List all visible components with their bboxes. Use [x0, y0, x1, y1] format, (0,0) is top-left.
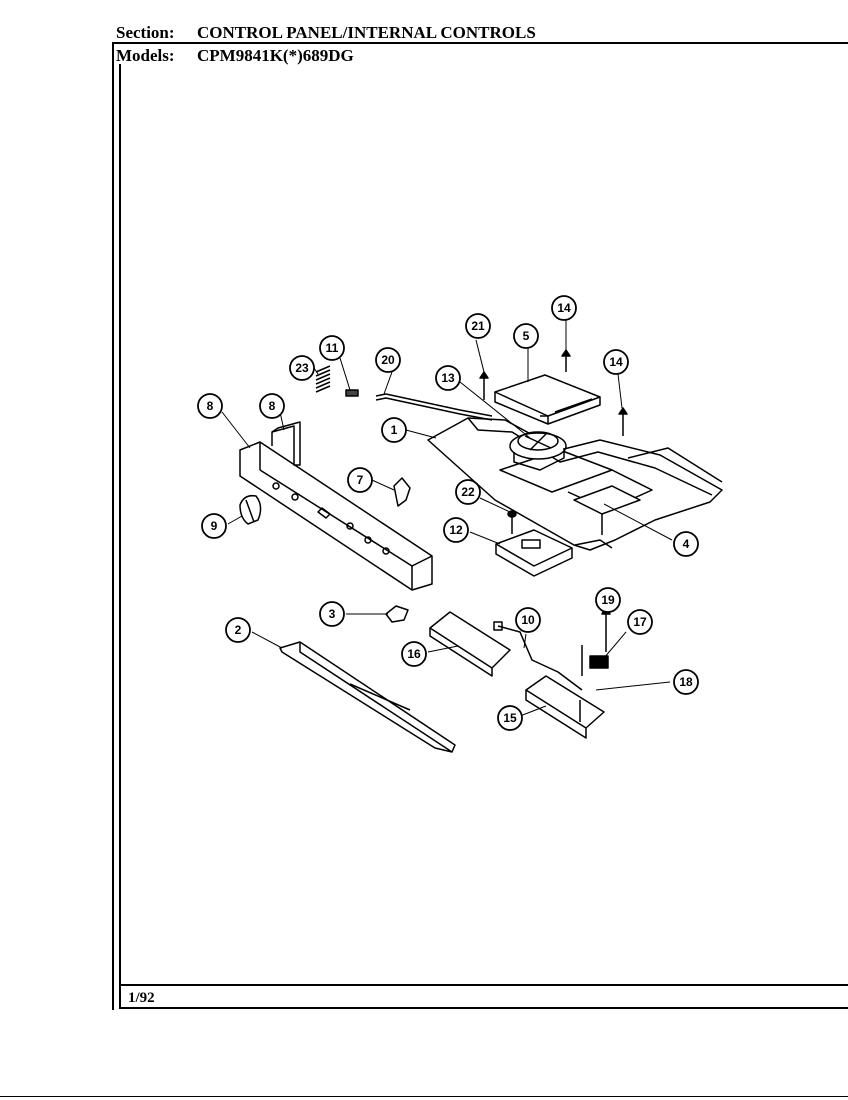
svg-text:8: 8 [207, 399, 214, 413]
callout-3: 3 [319, 601, 345, 627]
svg-text:4: 4 [683, 537, 690, 551]
callout-11: 11 [319, 335, 345, 361]
callout-23: 23 [289, 355, 315, 381]
svg-text:11: 11 [326, 341, 339, 355]
clip [345, 389, 359, 397]
callout-22: 22 [455, 479, 481, 505]
callout-7: 7 [347, 467, 373, 493]
models-label: Models: [116, 46, 175, 65]
rail-bracket [271, 421, 301, 466]
svg-text:15: 15 [503, 711, 517, 725]
lower-trim-strip [279, 641, 456, 753]
models-value: CPM9841K(*)689DG [197, 46, 354, 65]
footer-rule-bottom [119, 1007, 848, 1009]
svg-text:16: 16 [407, 647, 421, 661]
callout-10: 10 [515, 607, 541, 633]
svg-text:22: 22 [461, 485, 475, 499]
svg-text:14: 14 [609, 355, 623, 369]
svg-text:3: 3 [329, 607, 336, 621]
callout-9: 9 [201, 513, 227, 539]
section-title: CONTROL PANEL/INTERNAL CONTROLS [197, 23, 536, 42]
callout-14a: 14 [551, 295, 577, 321]
callout-15: 15 [497, 705, 523, 731]
control-knob [239, 494, 262, 525]
svg-text:10: 10 [521, 613, 535, 627]
callouts: 1 2 3 4 5 7 8 8 9 10 11 12 13 14 14 15 1… [197, 295, 699, 731]
callout-1: 1 [381, 417, 407, 443]
callout-18: 18 [673, 669, 699, 695]
svg-text:17: 17 [633, 615, 647, 629]
lamp-holder [385, 605, 409, 623]
panel-cover [494, 374, 601, 425]
svg-text:20: 20 [381, 353, 395, 367]
channel [429, 611, 511, 677]
knob-pointer [393, 477, 411, 507]
svg-text:8: 8 [269, 399, 276, 413]
svg-text:12: 12 [449, 523, 463, 537]
callout-8b: 8 [259, 393, 285, 419]
header-rule [112, 42, 848, 44]
callout-20: 20 [375, 347, 401, 373]
callout-14b: 14 [603, 349, 629, 375]
callout-5: 5 [513, 323, 539, 349]
svg-text:1: 1 [391, 423, 398, 437]
footer-rule-top [119, 984, 848, 986]
wire-harness [493, 621, 583, 691]
control-panel-base-plate [427, 417, 723, 551]
callout-2: 2 [225, 617, 251, 643]
svg-text:19: 19 [601, 593, 615, 607]
control-shaft [375, 393, 493, 421]
svg-text:18: 18 [679, 675, 693, 689]
leader-lines [221, 320, 673, 717]
svg-text:14: 14 [557, 301, 571, 315]
mounting-plate [573, 485, 641, 535]
screws [479, 349, 628, 534]
svg-text:7: 7 [357, 473, 364, 487]
svg-text:13: 13 [441, 371, 455, 385]
frame-left-inner [119, 64, 121, 1008]
push-switch [581, 605, 611, 676]
svg-text:5: 5 [523, 329, 530, 343]
callout-4: 4 [673, 531, 699, 557]
callout-19: 19 [595, 587, 621, 613]
switch-bracket [495, 529, 573, 577]
callout-16: 16 [401, 641, 427, 667]
callout-13: 13 [435, 365, 461, 391]
footer-date: 1/92 [128, 990, 155, 1006]
callout-17: 17 [627, 609, 653, 635]
page-bottom-rule [0, 1096, 848, 1097]
callout-8a: 8 [197, 393, 223, 419]
callout-21: 21 [465, 313, 491, 339]
svg-text:9: 9 [211, 519, 218, 533]
front-panel-rail [239, 441, 433, 591]
section-label: Section: [116, 23, 175, 42]
svg-text:21: 21 [471, 319, 485, 333]
callout-12: 12 [443, 517, 469, 543]
frame-left-outer [112, 42, 114, 1010]
lower-channel [525, 675, 605, 739]
svg-text:2: 2 [235, 623, 242, 637]
svg-text:23: 23 [295, 361, 309, 375]
spring [315, 365, 331, 393]
